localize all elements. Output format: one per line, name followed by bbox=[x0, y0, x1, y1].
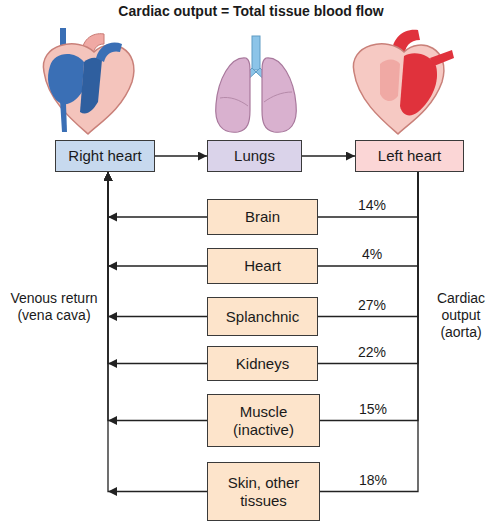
side-label: Cardiac output (aorta) bbox=[424, 290, 498, 340]
flow-connector bbox=[155, 155, 207, 156]
flow-connector bbox=[108, 172, 207, 217]
arrowhead bbox=[108, 487, 117, 496]
arrowhead bbox=[108, 213, 117, 222]
process-box: Heart bbox=[207, 248, 318, 284]
process-box: Skin, other tissues bbox=[207, 462, 320, 521]
diagram-title: Cardiac output = Total tissue blood flow bbox=[0, 3, 502, 19]
percent-label: 18% bbox=[358, 473, 388, 488]
lung-fissure bbox=[220, 97, 248, 106]
right-chambers bbox=[48, 54, 84, 104]
flow-connector bbox=[318, 172, 418, 266]
process-box: Lungs bbox=[207, 140, 302, 172]
flow-connector bbox=[320, 172, 418, 421]
flow-connector bbox=[108, 172, 207, 317]
arrowhead bbox=[108, 416, 117, 425]
right-ventricle bbox=[80, 58, 102, 114]
percent-label: 22% bbox=[357, 345, 387, 360]
percent-label: 4% bbox=[361, 247, 383, 262]
side-label: Venous return (vena cava) bbox=[4, 290, 104, 324]
process-box: Muscle (inactive) bbox=[207, 394, 320, 447]
box-label: Kidneys bbox=[236, 355, 289, 372]
process-box: Brain bbox=[207, 199, 318, 235]
heart-illustration bbox=[353, 30, 454, 134]
box-label: Lungs bbox=[234, 147, 275, 164]
trachea bbox=[252, 36, 260, 70]
flow-connector bbox=[320, 172, 418, 492]
flow-connector bbox=[302, 155, 355, 156]
percent-label: 27% bbox=[357, 298, 387, 313]
arrowhead bbox=[108, 262, 117, 271]
box-label: Splanchnic bbox=[226, 308, 299, 325]
flow-connector bbox=[318, 172, 418, 317]
pulmonary-vein bbox=[430, 50, 454, 66]
lung-fissure bbox=[264, 92, 292, 102]
box-label: Left heart bbox=[378, 147, 441, 164]
arrowhead bbox=[108, 359, 117, 368]
process-box: Splanchnic bbox=[207, 297, 318, 336]
flow-connector bbox=[108, 172, 207, 364]
box-label: Skin, other tissues bbox=[212, 474, 315, 509]
arrowhead bbox=[108, 312, 117, 321]
process-box: Left heart bbox=[355, 140, 464, 172]
heart-body bbox=[353, 44, 444, 134]
inferior-vena-cava bbox=[60, 100, 67, 132]
flow-connector bbox=[318, 172, 418, 217]
heart-illustration bbox=[43, 28, 134, 134]
right-chambers bbox=[380, 60, 400, 102]
flow-connector bbox=[318, 172, 418, 364]
left-chambers bbox=[400, 53, 437, 115]
heart-body bbox=[43, 44, 134, 134]
percent-label: 15% bbox=[358, 402, 388, 417]
process-box: Right heart bbox=[55, 140, 155, 172]
lungs-illustration bbox=[216, 36, 297, 132]
left-lung bbox=[216, 58, 250, 132]
pulmonary-artery bbox=[96, 43, 122, 62]
flow-connector bbox=[108, 172, 207, 266]
box-label: Heart bbox=[244, 257, 281, 274]
flow-connector bbox=[108, 172, 207, 421]
box-label: Muscle (inactive) bbox=[212, 403, 315, 438]
box-label: Right heart bbox=[68, 147, 141, 164]
flow-connector bbox=[108, 172, 207, 492]
process-box: Kidneys bbox=[207, 346, 318, 381]
right-lung bbox=[262, 58, 296, 132]
box-label: Brain bbox=[245, 208, 280, 225]
percent-label: 14% bbox=[357, 198, 387, 213]
